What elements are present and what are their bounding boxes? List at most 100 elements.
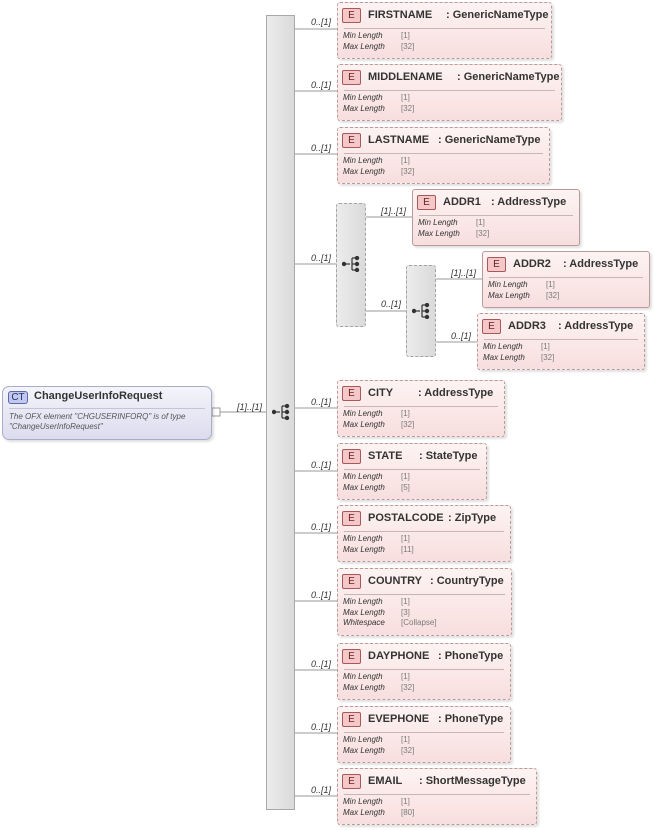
- element-name: EMAIL: [368, 775, 403, 787]
- facet-value: [1]: [401, 735, 410, 744]
- facet-value: [1]: [401, 472, 410, 481]
- cardinality-addr3: 0..[1]: [451, 331, 472, 341]
- element-lastname[interactable]: E LASTNAME : GenericNameType Min Length[…: [337, 127, 550, 184]
- complex-type-root[interactable]: CT ChangeUserInfoRequest The OFX element…: [2, 386, 212, 440]
- facet-label: Max Length: [343, 482, 385, 492]
- facet-label: Min Length: [343, 534, 383, 543]
- facet-label: Max Length: [483, 352, 525, 362]
- cardinality-addr2: [1]..[1]: [451, 268, 477, 278]
- root-cardinality: [1]..[1]: [237, 402, 263, 412]
- element-type: : GenericNameType: [446, 9, 549, 21]
- element-addr3[interactable]: E ADDR3 : AddressType Min Length[1] Max …: [477, 313, 645, 370]
- cardinality-dayphone: 0..[1]: [311, 659, 332, 669]
- cardinality-address-group: 0..[1]: [311, 253, 332, 263]
- element-type: : PhoneType: [438, 650, 504, 662]
- element-name: ADDR3: [508, 320, 546, 332]
- divider: [489, 277, 643, 278]
- facet-value: [32]: [401, 41, 415, 51]
- element-name: POSTALCODE: [368, 512, 444, 524]
- facet-label: Min Length: [343, 797, 383, 806]
- element-badge: E: [342, 386, 361, 401]
- cardinality-state: 0..[1]: [311, 460, 332, 470]
- element-city[interactable]: E CITY : AddressType Min Length[1] Max L…: [337, 380, 505, 437]
- nested-address-sequence-group[interactable]: [406, 265, 436, 357]
- element-badge: E: [342, 8, 361, 23]
- facet-value: [1]: [401, 31, 410, 40]
- element-type: : GenericNameType: [457, 71, 560, 83]
- element-name: DAYPHONE: [368, 650, 430, 662]
- complex-type-badge: CT: [8, 391, 28, 404]
- element-evephone[interactable]: E EVEPHONE : PhoneType Min Length[1] Max…: [337, 706, 511, 763]
- facets: Min Length[1] Max Length[32]: [343, 672, 414, 693]
- facet-value: [32]: [401, 419, 415, 429]
- divider: [344, 90, 555, 91]
- facet-label: Min Length: [343, 31, 383, 40]
- address-sequence-group[interactable]: [336, 203, 366, 327]
- facet-value: [1]: [401, 797, 410, 806]
- facets: Min Length[1] Max Length[5]: [343, 472, 410, 493]
- cardinality-postalcode: 0..[1]: [311, 522, 332, 532]
- facets: Min Length[1] Max Length[32]: [343, 735, 414, 756]
- cardinality-evephone: 0..[1]: [311, 722, 332, 732]
- element-type: : ShortMessageType: [419, 775, 526, 787]
- facet-label: Max Length: [343, 103, 385, 113]
- element-type: : AddressType: [418, 387, 494, 399]
- element-badge: E: [487, 257, 506, 272]
- element-type: : GenericNameType: [438, 134, 541, 146]
- element-badge: E: [342, 649, 361, 664]
- element-type: : CountryType: [430, 575, 504, 587]
- element-email[interactable]: E EMAIL : ShortMessageType Min Length[1]…: [337, 768, 537, 825]
- facets: Min Length[1] Max Length[32]: [343, 31, 414, 52]
- facet-value: [32]: [546, 290, 560, 300]
- divider: [344, 469, 480, 470]
- facet-label: Min Length: [488, 280, 528, 289]
- facet-label: Min Length: [343, 93, 383, 102]
- doc-line-1: The OFX element "CHGUSERINFORQ" is of ty…: [9, 412, 186, 421]
- element-type: : AddressType: [491, 196, 567, 208]
- element-country[interactable]: E COUNTRY : CountryType Min Length[1] Ma…: [337, 568, 512, 636]
- facet-value: [80]: [401, 807, 415, 817]
- element-type: : ZipType: [448, 512, 497, 524]
- facet-value: [32]: [541, 352, 555, 362]
- facet-value: [32]: [401, 166, 415, 176]
- facet-value: [11]: [401, 544, 414, 554]
- element-dayphone[interactable]: E DAYPHONE : PhoneType Min Length[1] Max…: [337, 643, 511, 700]
- element-type: : AddressType: [558, 320, 634, 332]
- facet-value: [Collapse]: [401, 618, 437, 627]
- element-name: FIRSTNAME: [368, 9, 433, 21]
- element-postalcode[interactable]: E POSTALCODE : ZipType Min Length[1] Max…: [337, 505, 511, 562]
- facets: Min Length[1] Max Length[32]: [483, 342, 554, 363]
- element-middlename[interactable]: E MIDDLENAME : GenericNameType Min Lengt…: [337, 64, 562, 121]
- element-firstname[interactable]: E FIRSTNAME : GenericNameType Min Length…: [337, 2, 552, 59]
- cardinality-nested-group: 0..[1]: [381, 299, 402, 309]
- doc-line-2: "ChangeUserInfoRequest": [9, 422, 103, 431]
- element-addr1[interactable]: E ADDR1 : AddressType Min Length[1] Max …: [412, 189, 580, 246]
- divider: [344, 531, 504, 532]
- cardinality-country: 0..[1]: [311, 590, 332, 600]
- complex-type-name: ChangeUserInfoRequest: [34, 390, 163, 402]
- element-badge: E: [342, 574, 361, 589]
- divider: [344, 669, 504, 670]
- cardinality-email: 0..[1]: [311, 785, 332, 795]
- facet-label: Min Length: [418, 218, 458, 227]
- element-type: : PhoneType: [438, 713, 504, 725]
- facets: Min Length[1] Max Length[32]: [418, 218, 489, 239]
- element-addr2[interactable]: E ADDR2 : AddressType Min Length[1] Max …: [482, 251, 650, 308]
- facet-value: [1]: [401, 534, 410, 543]
- facet-label: Min Length: [343, 156, 383, 165]
- element-badge: E: [342, 712, 361, 727]
- cardinality-firstname: 0..[1]: [311, 17, 332, 27]
- facet-label: Max Length: [418, 228, 460, 238]
- element-name: ADDR1: [443, 196, 481, 208]
- facet-value: [1]: [541, 342, 550, 351]
- divider: [344, 28, 545, 29]
- element-name: MIDDLENAME: [368, 71, 443, 83]
- facets: Min Length[1] Max Length[80]: [343, 797, 414, 818]
- divider: [344, 406, 498, 407]
- facet-value: [1]: [401, 672, 410, 681]
- element-badge: E: [342, 133, 361, 148]
- element-state[interactable]: E STATE : StateType Min Length[1] Max Le…: [337, 443, 487, 500]
- facets: Min Length[1] Max Length[32]: [488, 280, 559, 301]
- facet-value: [1]: [546, 280, 555, 289]
- facet-label: Min Length: [343, 472, 383, 481]
